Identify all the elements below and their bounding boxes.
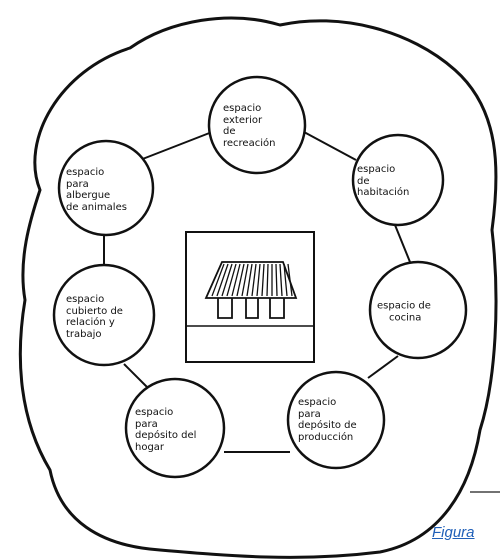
label-line: albergue — [66, 190, 111, 201]
label-line: recreación — [223, 137, 276, 149]
node-label-animales: espacio para albergue de animales — [66, 167, 156, 213]
ring-connectors — [103, 131, 411, 453]
label-line: espacio — [223, 103, 262, 114]
label-line: producción — [298, 431, 354, 443]
roof-hatching — [211, 263, 293, 297]
node-label-cocina: espacio de cocina — [377, 301, 467, 324]
connector-hogar-trabajo — [123, 363, 151, 391]
house-walls — [217, 298, 285, 319]
node-label-produccion: espacio para depósito de producción — [298, 397, 388, 443]
label-line: de — [223, 126, 236, 137]
house-frame — [185, 231, 315, 363]
label-line: espacio — [66, 167, 105, 178]
connector-animales-recreacion — [139, 131, 213, 161]
label-line: cubierto de — [66, 305, 123, 317]
label-line: de animales — [66, 201, 127, 213]
label-line: habitación — [357, 186, 410, 198]
label-line: para — [66, 178, 89, 190]
node-circle-cocina — [368, 260, 468, 360]
node-circle-trabajo — [52, 263, 156, 367]
node-circle-hogar — [124, 377, 226, 479]
label-line: espacio de — [377, 300, 431, 312]
label-line: hogar — [135, 441, 165, 453]
connector-habitacion-cocina — [394, 224, 411, 263]
connector-cocina-produccion — [367, 355, 399, 379]
label-line: espacio — [135, 407, 174, 418]
label-line: espacio — [66, 294, 105, 305]
connector-recreacion-habitacion — [303, 131, 357, 161]
node-circle-habitacion — [351, 133, 445, 227]
label-line: depósito del — [135, 430, 197, 441]
label-line: de — [357, 175, 370, 187]
node-label-trabajo: espacio cubierto de relación y trabajo — [66, 294, 156, 340]
node-label-hogar: espacio para depósito del hogar — [135, 407, 225, 453]
node-circle-animales — [57, 139, 155, 237]
label-line: trabajo — [66, 328, 102, 340]
label-line: para — [298, 408, 321, 420]
label-line: relación y — [66, 317, 115, 328]
label-line: depósito de — [298, 420, 357, 431]
label-line: cocina — [389, 312, 422, 323]
outer-boundary — [18, 16, 498, 559]
node-circle-produccion — [286, 370, 386, 470]
label-line: espacio — [298, 397, 337, 408]
figure-caption-link[interactable]: Figura — [432, 524, 475, 541]
label-line: exterior — [223, 114, 263, 126]
label-line: para — [135, 418, 158, 430]
label-line: espacio — [357, 163, 396, 175]
node-label-habitacion: espacio de habitación — [357, 164, 447, 199]
house-sketch — [185, 231, 315, 363]
node-label-recreacion: espacio exterior de recreación — [223, 103, 313, 149]
node-circle-recreacion — [207, 75, 307, 175]
